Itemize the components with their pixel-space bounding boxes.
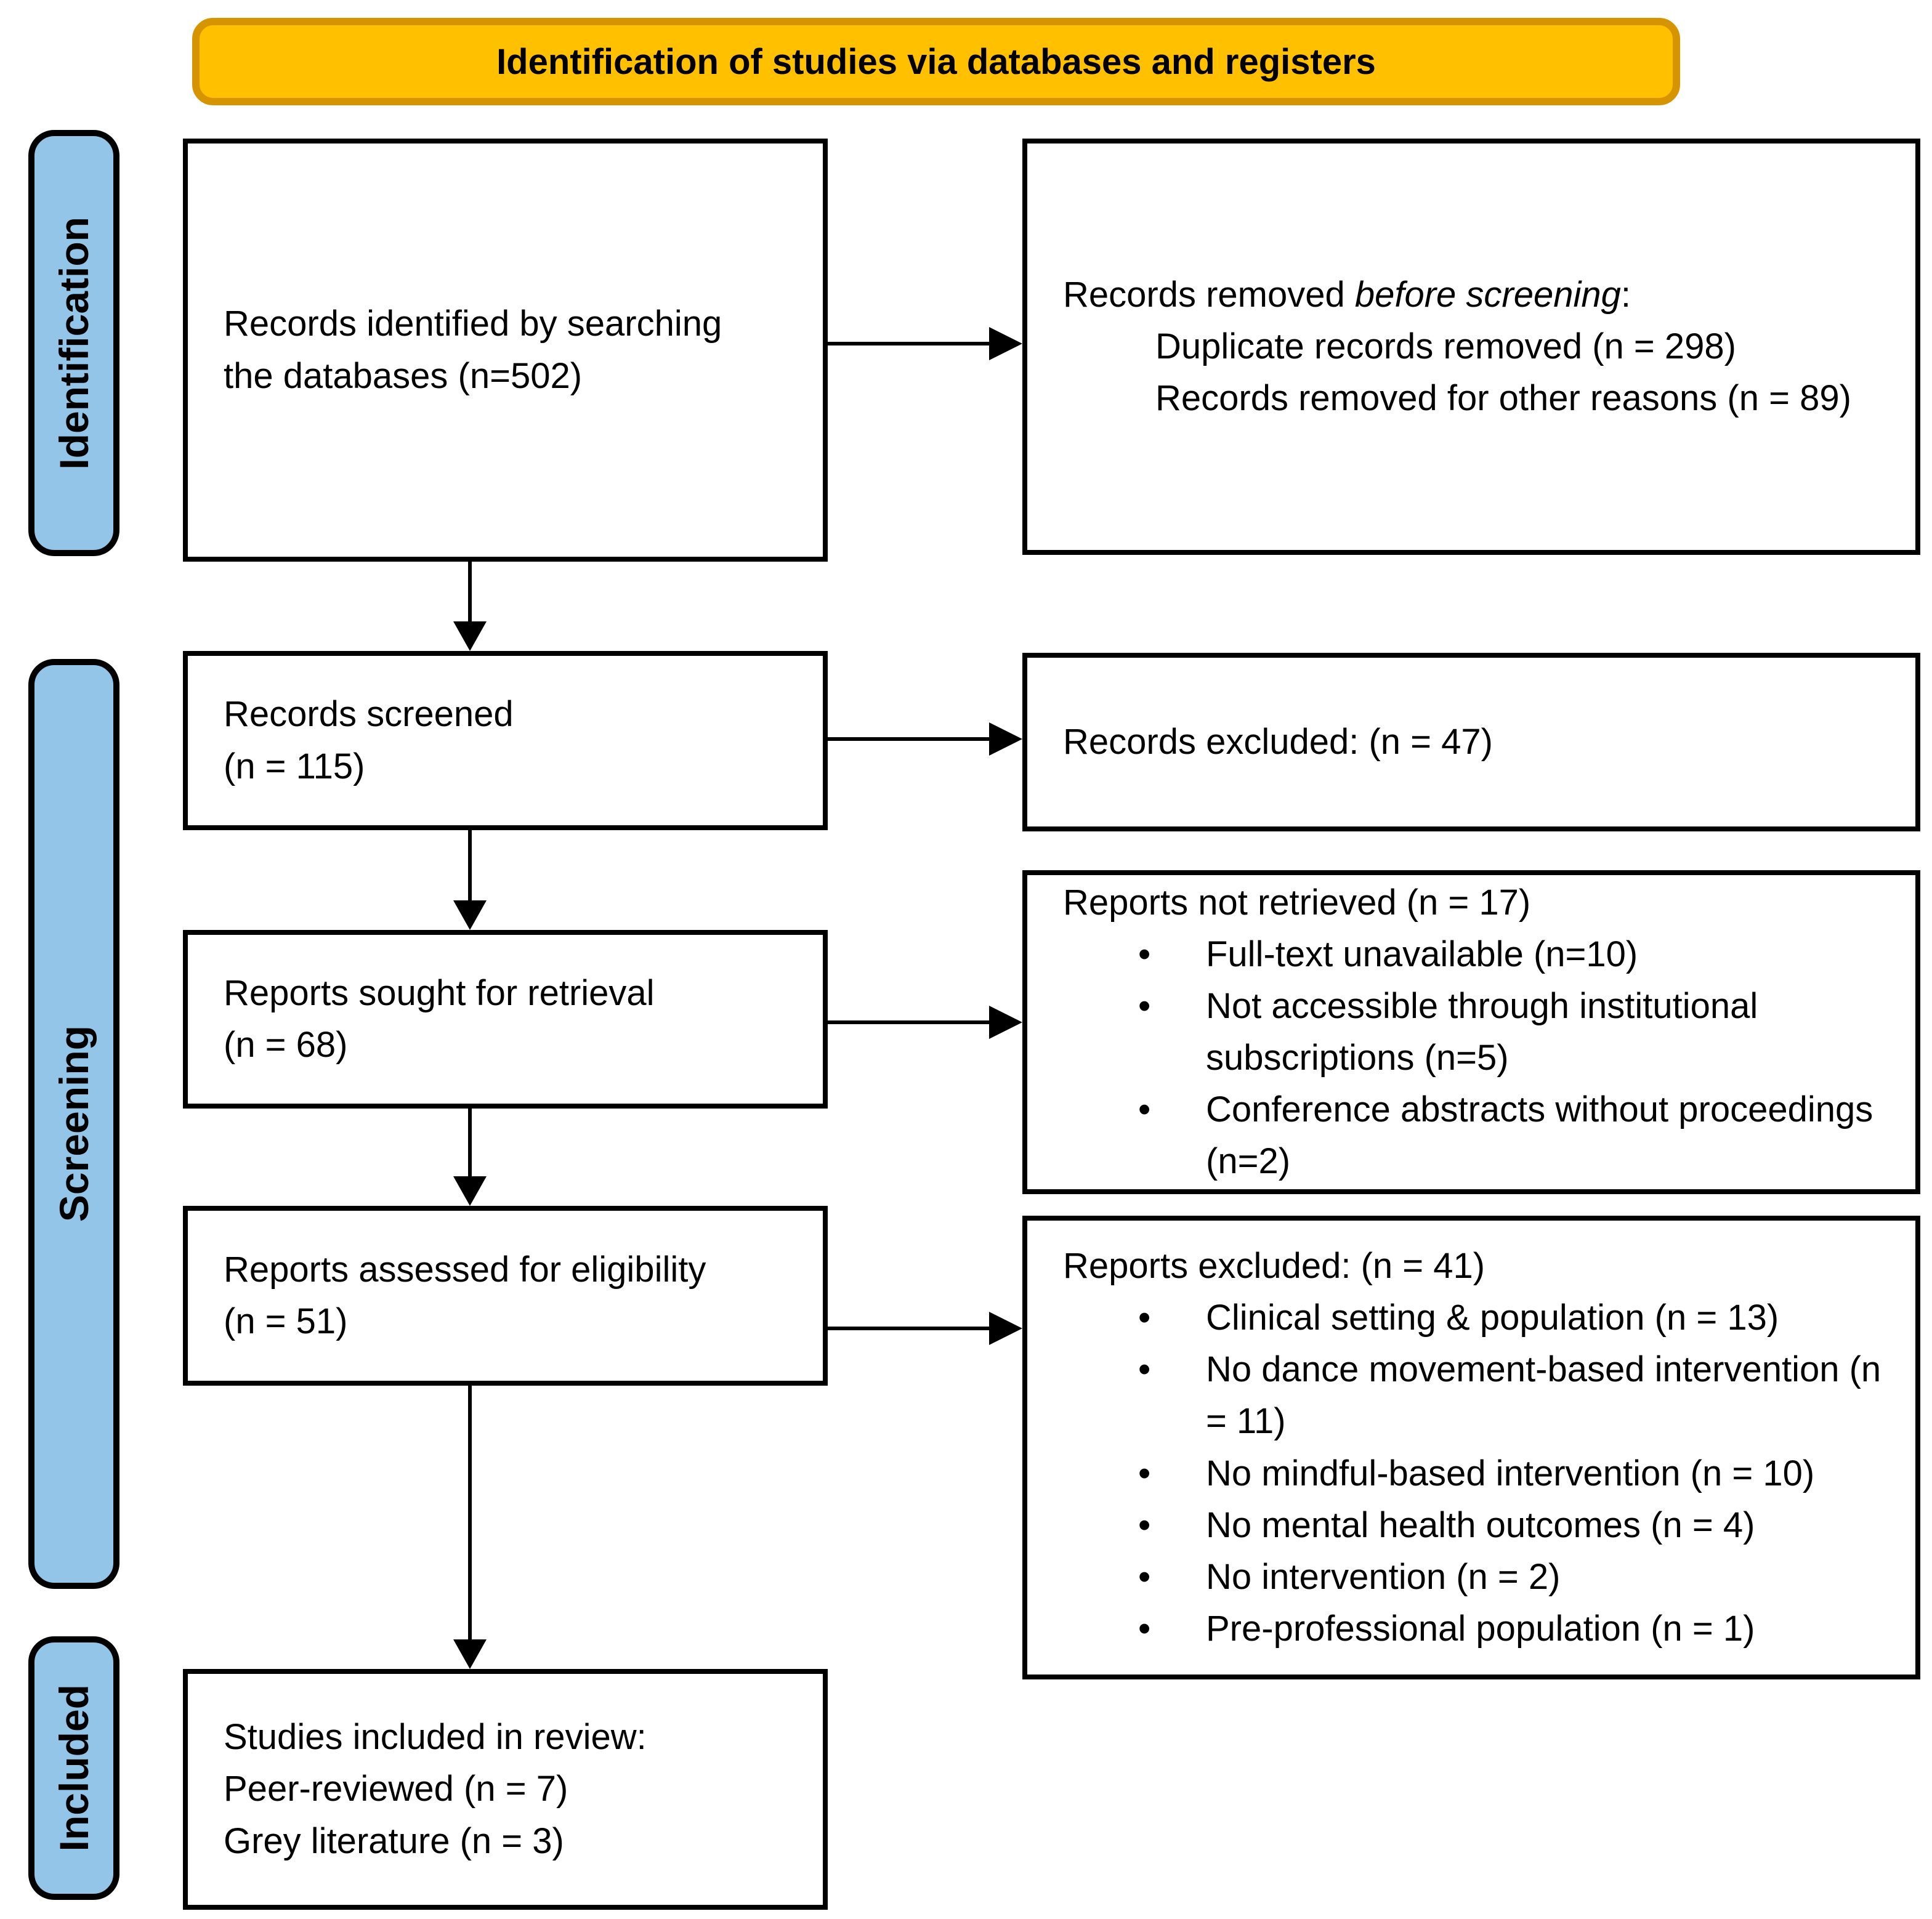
- box-records-removed-title: Records removed before screening:: [1063, 269, 1897, 321]
- bullet-item: Clinical setting & population (n = 13): [1063, 1292, 1897, 1344]
- box-studies-included: Studies included in review: Peer-reviewed…: [183, 1669, 828, 1910]
- text-line: Records screened: [224, 694, 514, 735]
- box-reports-assessed-lines: Reports assessed for eligibility (n = 51): [224, 1244, 804, 1347]
- arrow-line-identified-to-screened: [468, 562, 472, 624]
- arrowhead-down-icon: [453, 1639, 487, 1669]
- text-line: Studies included in review:: [224, 1717, 647, 1758]
- indented-line: Records removed for other reasons (n = 8…: [1155, 378, 1851, 419]
- stage-screening: Screening: [28, 659, 119, 1589]
- text-line: (n = 51): [224, 1301, 348, 1341]
- arrowhead-down-icon: [453, 1176, 487, 1206]
- bullet-item: No intervention (n = 2): [1063, 1551, 1897, 1603]
- arrow-line-sought-to-not-retrieved: [828, 1020, 992, 1024]
- bullet-item: Full-text unavailable (n=10): [1063, 929, 1897, 980]
- box-records-identified-lines: Records identified by searching the datab…: [224, 298, 804, 402]
- arrowhead-right-icon: [989, 327, 1022, 360]
- text-line: Records identified by searching: [224, 304, 722, 344]
- text-line: Peer-reviewed (n = 7): [224, 1769, 568, 1809]
- arrowhead-right-icon: [989, 1006, 1022, 1039]
- box-records-screened-lines: Records screened (n = 115): [224, 689, 804, 792]
- text-line: the databases (n=502): [224, 355, 583, 396]
- banner-title: Identification of studies via databases …: [192, 18, 1680, 105]
- box-records-screened: Records screened (n = 115): [183, 651, 828, 830]
- records-removed-items: Duplicate records removed (n = 298) Recor…: [1063, 321, 1897, 424]
- bullet-item: Pre-professional population (n = 1): [1063, 1603, 1897, 1655]
- stage-identification: Identification: [28, 130, 119, 556]
- arrow-line-assessed-to-reports-excluded: [828, 1327, 992, 1330]
- box-reports-not-retrieved: Reports not retrieved (n = 17) Full-text…: [1022, 870, 1920, 1194]
- bullet-item: Conference abstracts without proceedings…: [1063, 1084, 1897, 1187]
- bullet-item: No mindful-based intervention (n = 10): [1063, 1448, 1897, 1500]
- reports-not-retrieved-bullets: Full-text unavailable (n=10)Not accessib…: [1063, 929, 1897, 1187]
- stage-included: Included: [28, 1636, 119, 1900]
- text-line: Reports sought for retrieval: [224, 972, 655, 1013]
- records-removed-title-italic: before screening: [1354, 274, 1621, 315]
- text-line: (n = 68): [224, 1025, 348, 1065]
- box-reports-not-retrieved-title: Reports not retrieved (n = 17): [1063, 882, 1531, 923]
- records-removed-title-suffix: :: [1620, 274, 1631, 315]
- arrowhead-right-icon: [989, 1312, 1022, 1345]
- bullet-item: No mental health outcomes (n = 4): [1063, 1500, 1897, 1551]
- arrowhead-down-icon: [453, 900, 487, 930]
- bullet-item: No dance movement-based intervention (n …: [1063, 1344, 1897, 1447]
- banner-title-label: Identification of studies via databases …: [496, 41, 1376, 82]
- box-reports-excluded: Reports excluded: (n = 41) Clinical sett…: [1022, 1216, 1920, 1679]
- box-records-excluded: Records excluded: (n = 47): [1022, 653, 1920, 831]
- stage-identification-label: Identification: [51, 216, 97, 470]
- box-studies-included-lines: Studies included in review: Peer-reviewed…: [224, 1711, 804, 1867]
- box-reports-excluded-title: Reports excluded: (n = 41): [1063, 1246, 1485, 1287]
- text-line: (n = 115): [224, 746, 365, 786]
- arrow-line-assessed-to-included: [468, 1386, 472, 1642]
- arrowhead-right-icon: [989, 722, 1022, 756]
- arrowhead-down-icon: [453, 621, 487, 651]
- box-records-removed: Records removed before screening: Duplic…: [1022, 139, 1920, 555]
- box-records-excluded-title: Records excluded: (n = 47): [1063, 721, 1493, 762]
- reports-excluded-bullets: Clinical setting & population (n = 13)No…: [1063, 1292, 1897, 1655]
- text-line: Grey literature (n = 3): [224, 1820, 564, 1861]
- arrow-line-sought-to-assessed: [468, 1109, 472, 1179]
- box-records-identified: Records identified by searching the datab…: [183, 139, 828, 562]
- arrow-line-screened-to-excluded: [828, 737, 992, 741]
- arrow-line-screened-to-sought: [468, 830, 472, 903]
- box-reports-assessed: Reports assessed for eligibility (n = 51): [183, 1206, 828, 1386]
- box-reports-sought-lines: Reports sought for retrieval (n = 68): [224, 968, 804, 1071]
- text-line: Reports assessed for eligibility: [224, 1249, 706, 1290]
- records-removed-title-prefix: Records removed: [1063, 274, 1355, 315]
- box-reports-sought: Reports sought for retrieval (n = 68): [183, 930, 828, 1109]
- stage-screening-label: Screening: [51, 1025, 97, 1222]
- stage-included-label: Included: [51, 1684, 97, 1852]
- arrow-line-identified-to-removed: [828, 342, 992, 345]
- indented-line: Duplicate records removed (n = 298): [1155, 326, 1736, 366]
- bullet-item: Not accessible through institutional sub…: [1063, 980, 1897, 1084]
